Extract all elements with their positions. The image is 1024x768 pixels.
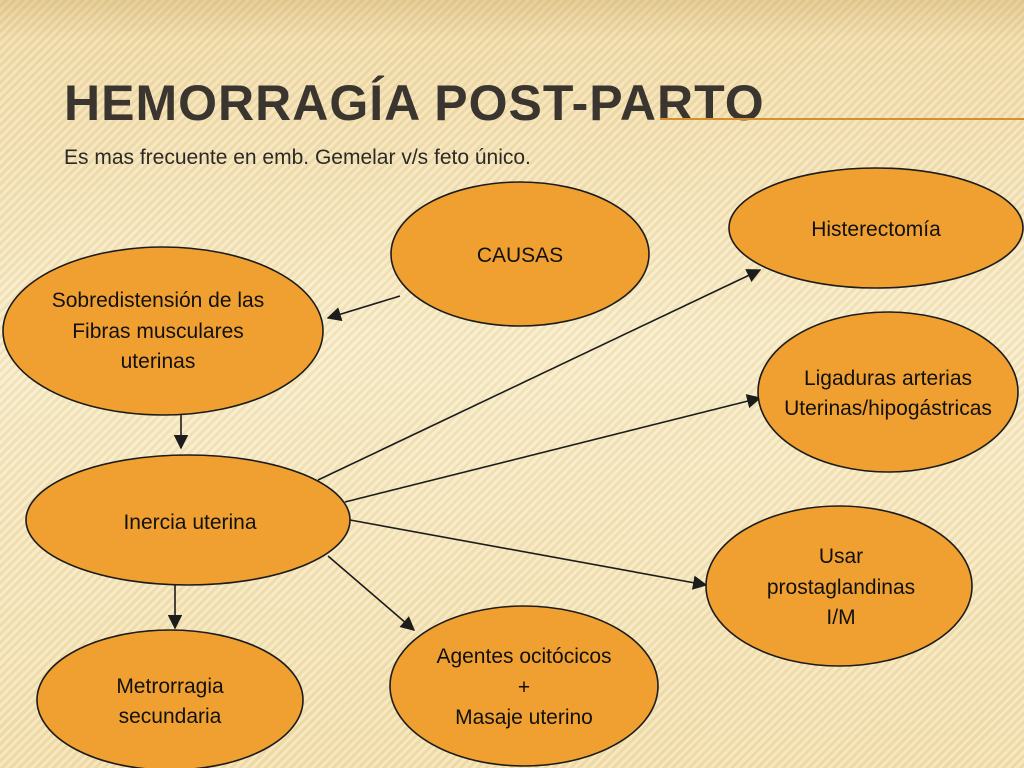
node-prostaglandinas-shape xyxy=(705,505,973,667)
edge-inercia-to-agentes xyxy=(327,555,416,631)
slide-subtitle: Es mas frecuente en emb. Gemelar v/s fet… xyxy=(64,146,531,169)
node-agentes-shape xyxy=(389,605,659,767)
node-sobredistension-shape xyxy=(2,246,324,416)
node-inercia-shape xyxy=(25,454,351,586)
node-histerectomia-shape xyxy=(728,167,1024,289)
edge-inercia-to-ligaduras xyxy=(344,394,762,503)
slide-title: Hemorragía Post-parto xyxy=(64,75,765,131)
title-rule xyxy=(660,118,1024,120)
edge-inercia-to-prostaglandinas xyxy=(349,519,708,590)
edges xyxy=(167,269,762,631)
nodes xyxy=(2,167,1024,768)
node-ligaduras-shape xyxy=(757,311,1019,473)
edge-causas-to-sobredistension xyxy=(326,295,401,322)
top-decorative-band xyxy=(0,0,1024,40)
node-causas-shape xyxy=(390,181,650,327)
node-metrorragia-shape xyxy=(36,629,304,768)
edge-inercia-to-histerectomia xyxy=(317,269,762,481)
